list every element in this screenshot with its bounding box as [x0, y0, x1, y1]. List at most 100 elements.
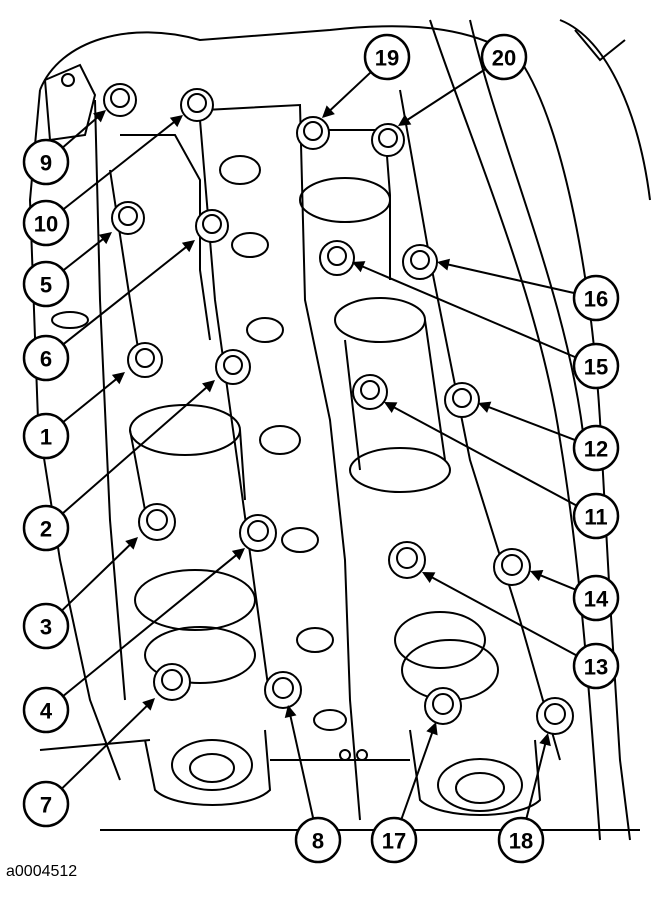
arrowhead-icon — [93, 110, 106, 123]
callout-circle — [22, 602, 70, 650]
leader-line — [537, 573, 577, 591]
bolt-head-icon — [352, 374, 388, 410]
arrowhead-icon — [98, 232, 112, 245]
callout-number: 20 — [492, 46, 516, 71]
callout-number: 3 — [40, 615, 52, 640]
arrowhead-icon — [352, 261, 366, 273]
callout-circle — [22, 260, 70, 308]
callout-number: 13 — [584, 655, 608, 680]
callout-6: 6 — [22, 240, 195, 382]
callout-circle — [294, 816, 342, 864]
callout-1: 1 — [22, 372, 125, 460]
callout-circle — [22, 780, 70, 828]
bolt-head-icon — [195, 209, 229, 243]
callout-circle — [370, 816, 418, 864]
bolt-head-icon — [371, 123, 405, 157]
arrowhead-icon — [111, 372, 125, 385]
bolt-head-icon — [111, 201, 145, 235]
callout-circle — [572, 274, 620, 322]
callout-number: 5 — [40, 273, 52, 298]
callout-11: 11 — [384, 402, 620, 540]
callout-number: 19 — [375, 46, 399, 71]
callout-number: 7 — [40, 793, 52, 818]
callout-circle — [22, 504, 70, 552]
callout-number: 8 — [312, 829, 324, 854]
callout-number: 9 — [40, 151, 52, 176]
arrowhead-icon — [284, 705, 297, 719]
bolt-head-icon — [180, 88, 214, 122]
arrowhead-icon — [181, 240, 195, 253]
arrowhead-icon — [125, 537, 138, 550]
arrowhead-icon — [169, 115, 183, 128]
cam-bearing-cap-bolts — [103, 83, 574, 735]
bolt-head-icon — [153, 663, 191, 701]
callout-circle — [572, 642, 620, 690]
callout-19: 19 — [322, 33, 411, 118]
callout-number: 10 — [34, 212, 58, 237]
bolt-head-icon — [493, 548, 531, 586]
arrowhead-icon — [426, 722, 438, 736]
callout-3: 3 — [22, 537, 138, 650]
arrowhead-icon — [530, 569, 544, 582]
callout-16: 16 — [437, 258, 620, 322]
callout-circle — [572, 574, 620, 622]
callout-4: 4 — [22, 548, 245, 734]
callout-number: 16 — [584, 287, 608, 312]
leader-line — [390, 404, 578, 507]
callout-15: 15 — [352, 261, 620, 390]
callout-10: 10 — [22, 115, 183, 247]
bolt-head-icon — [296, 116, 330, 150]
callout-17: 17 — [370, 722, 438, 864]
arrowhead-icon — [422, 572, 436, 583]
callout-circle — [22, 412, 70, 460]
callout-circle — [572, 492, 620, 540]
leader-line — [444, 262, 575, 295]
bolt-head-icon — [319, 240, 355, 276]
bolt-head-icon — [215, 349, 251, 385]
bolt-head-icon — [127, 342, 163, 378]
callout-number: 6 — [40, 347, 52, 372]
callout-18: 18 — [497, 733, 551, 864]
callout-circle — [22, 334, 70, 382]
leader-line — [327, 71, 372, 114]
callout-circle — [572, 342, 620, 390]
callout-5: 5 — [22, 232, 112, 308]
leader-line — [525, 740, 548, 819]
callout-13: 13 — [422, 572, 620, 690]
arrowhead-icon — [202, 380, 215, 393]
callout-circle — [572, 424, 620, 472]
callout-number: 2 — [40, 517, 52, 542]
figure-reference-id: a0004512 — [6, 863, 77, 880]
callout-number: 18 — [509, 829, 533, 854]
callout-circle — [22, 138, 70, 186]
callout-circle — [480, 33, 528, 81]
arrowhead-icon — [231, 548, 245, 561]
bolt-head-icon — [388, 541, 426, 579]
callout-circle — [497, 816, 545, 864]
bolt-head-icon — [536, 697, 574, 735]
leader-line — [62, 552, 240, 697]
callout-number: 12 — [584, 437, 608, 462]
callout-circle — [22, 199, 70, 247]
leader-line — [61, 702, 150, 790]
leader-line — [61, 114, 101, 149]
leader-line — [400, 729, 435, 820]
arrowhead-icon — [322, 105, 335, 118]
bolt-head-icon — [138, 503, 176, 541]
callout-number: 15 — [584, 355, 608, 380]
callout-14: 14 — [530, 569, 620, 622]
arrowhead-icon — [398, 114, 412, 126]
callout-number: 4 — [40, 699, 53, 724]
leader-line — [428, 574, 578, 657]
arrowhead-icon — [384, 402, 398, 413]
callout-2: 2 — [22, 380, 215, 552]
callout-8: 8 — [284, 705, 342, 864]
leader-line — [62, 119, 178, 211]
callout-number: 14 — [584, 587, 609, 612]
leader-line — [358, 264, 577, 359]
leader-line — [62, 244, 190, 346]
callout-7: 7 — [22, 698, 155, 828]
leader-line — [485, 404, 576, 442]
leader-line — [404, 68, 487, 123]
